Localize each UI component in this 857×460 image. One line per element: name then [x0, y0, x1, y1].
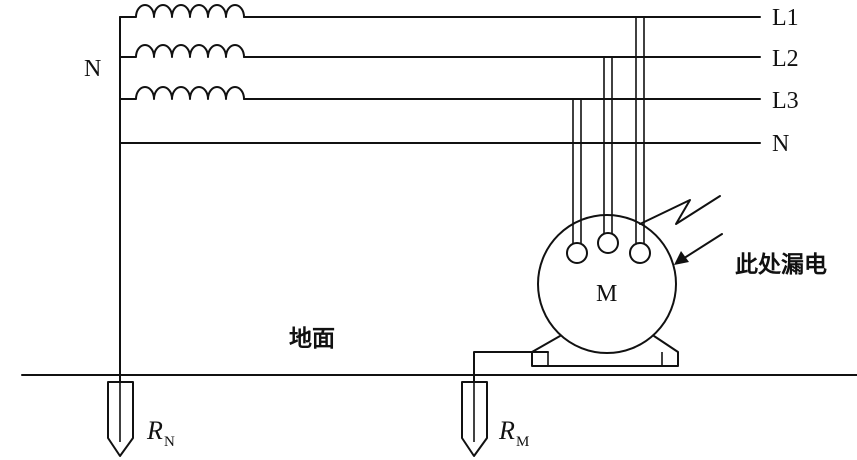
drop-l2 [603, 57, 613, 234]
terminal-3 [629, 242, 651, 264]
leak-lightning-icon [639, 195, 721, 225]
winding-l3 [119, 86, 245, 100]
label-n-right: N [772, 131, 789, 157]
winding-l2 [119, 44, 245, 58]
label-l1: L1 [772, 5, 799, 31]
motor-label: M [596, 281, 617, 307]
rm-label: R [498, 416, 515, 445]
drop-l3 [572, 99, 582, 243]
terminal-1 [566, 242, 588, 264]
ground-label: 地面 [289, 326, 335, 352]
label-l2: L2 [772, 46, 799, 72]
motor-body [537, 214, 677, 354]
rm-label-sub: M [516, 434, 529, 450]
rn-label-sub: N [164, 434, 175, 450]
terminal-2 [597, 232, 619, 254]
drop-l1 [635, 17, 645, 243]
rn-label: R [146, 416, 163, 445]
label-n-left: N [84, 56, 101, 82]
label-l3: L3 [772, 88, 799, 114]
ground-electrode-rm [461, 381, 488, 457]
winding-l1 [119, 4, 245, 18]
leak-label: 此处漏电 [735, 252, 827, 278]
motor-base [531, 335, 679, 367]
motor-ground-wire [473, 351, 549, 383]
leak-arrow-head-icon [674, 251, 689, 265]
ground-electrode-rn [107, 381, 134, 457]
